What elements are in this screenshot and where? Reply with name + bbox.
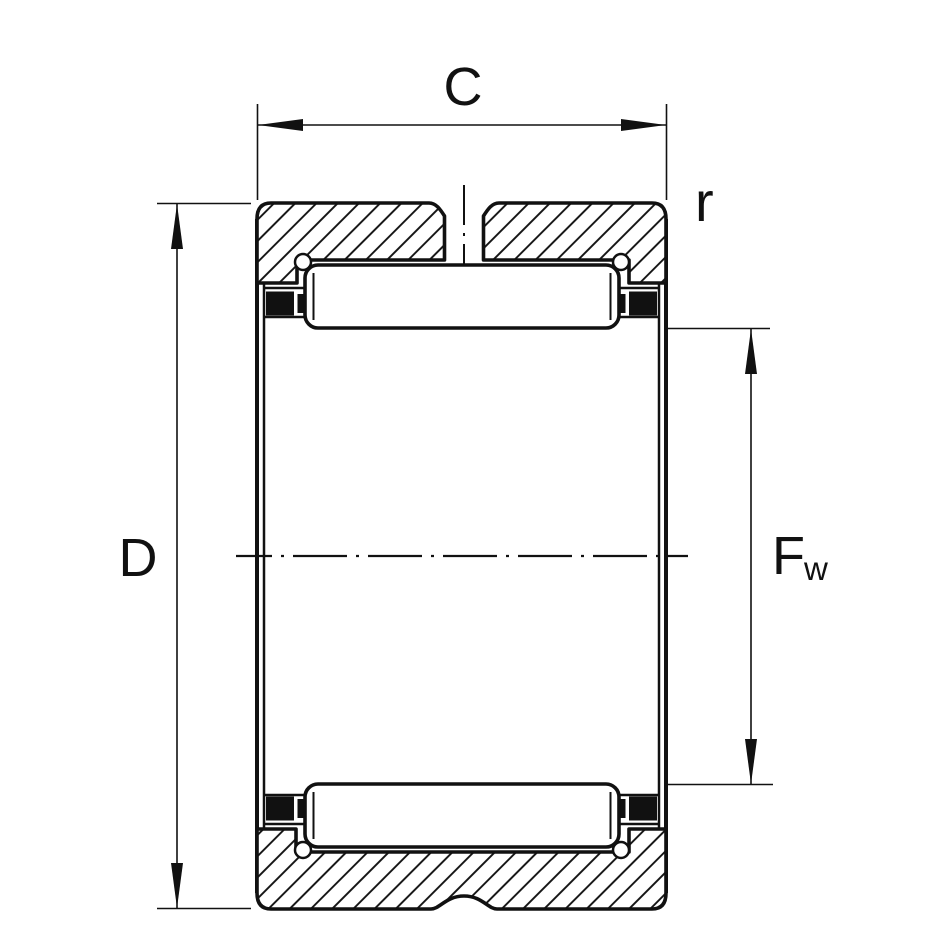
cage-block [629,291,657,316]
corner-radius-label: r [695,170,714,233]
relief-groove-bottom-left [293,840,313,860]
cage-bar [619,294,626,313]
cage-bar [297,799,304,818]
dimension-fw: F w [668,327,828,786]
dim-d-arrow-top-icon [171,204,183,249]
dim-c-arrow-right-icon [621,119,666,131]
cage-block [266,796,294,821]
dim-fw-arrow-bottom-icon [745,739,757,784]
cage-block [266,291,294,316]
relief-groove-top-left [293,252,313,272]
dim-fw-label-main: F [772,526,805,586]
cage-bottom-right [619,793,659,826]
dimension-c: C [256,57,668,200]
dim-c-arrow-left-icon [258,119,303,131]
dim-c-label: C [444,57,483,117]
cage-bottom-left [264,793,304,826]
cage-bar [297,294,304,313]
cage-bar [619,799,626,818]
relief-groove-bottom-right [611,840,631,860]
dim-d-arrow-bottom-icon [171,863,183,908]
roller-body [303,782,621,849]
dim-fw-label-sub: w [803,550,828,587]
needle-roller-bottom [303,782,621,849]
cage-top-left [264,286,304,319]
relief-groove-top-right [611,252,631,272]
cage-top-right [619,286,659,319]
dimension-d: D [119,202,251,910]
outer-ring-upper-right-section [481,201,668,285]
outer-ring-lower-section [255,827,668,911]
dim-fw-arrow-top-icon [745,329,757,374]
dim-d-label: D [119,528,158,588]
roller-body [303,263,621,330]
needle-roller-top [303,263,621,330]
cage-block [629,796,657,821]
